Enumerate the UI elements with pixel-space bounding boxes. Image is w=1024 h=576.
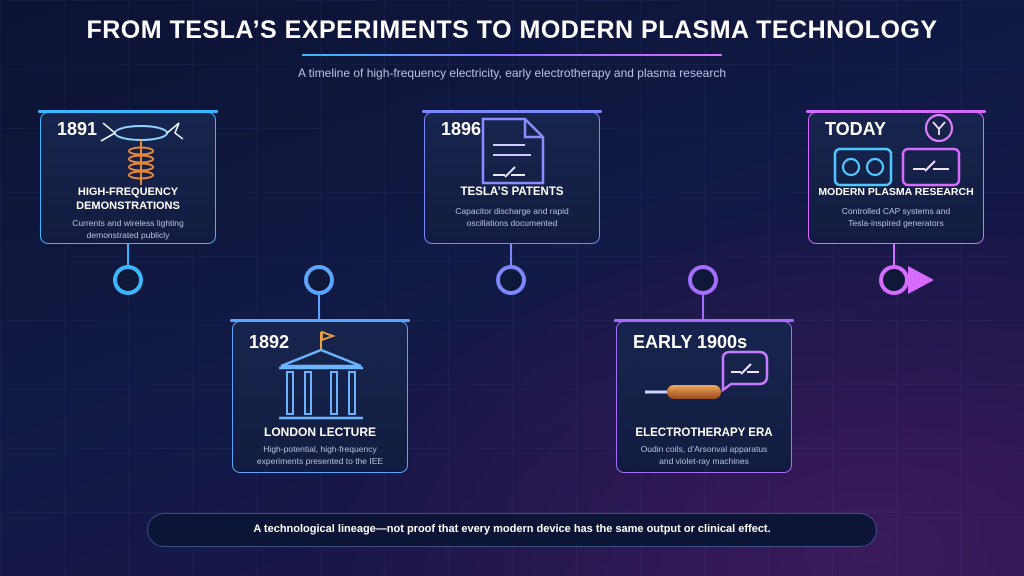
timeline-node-1891[interactable] (113, 265, 143, 295)
connector-1891 (127, 244, 129, 266)
timeline-node-1896[interactable] (496, 265, 526, 295)
milestone-desc-line1: Capacitor discharge and rapid (455, 206, 569, 216)
connector-early-1900s (702, 295, 704, 321)
connector-1896 (510, 244, 512, 266)
milestone-heading-line2: DEMONSTRATIONS (76, 200, 180, 212)
milestone-desc-line1: High-potential, high-frequency (263, 444, 377, 454)
milestone-desc-line2: Tesla-inspired generators (848, 218, 944, 228)
violet-ray-wand-icon (645, 350, 769, 399)
milestone-heading-line1: HIGH-FREQUENCY (77, 186, 179, 198)
milestone-heading: MODERN PLASMA RESEARCH (818, 186, 974, 198)
timeline-node-today[interactable] (879, 265, 909, 295)
milestone-card-1896[interactable]: 1896 TESLA’S PATENTS Capacitor discharge… (422, 110, 602, 244)
milestone-desc-line2: experiments presented to the IEE (256, 456, 384, 466)
milestone-year: 1891 (57, 119, 98, 139)
title-underline (302, 54, 722, 56)
lecture-hall-icon (279, 330, 363, 420)
timeline-node-1892[interactable] (304, 265, 334, 295)
milestone-card-1891[interactable]: 1891 HIGH-FREQUENCY DEMONSTRATIONS Curre… (38, 110, 218, 244)
plasma-device-icon (833, 113, 961, 187)
tesla-coil-icon (100, 122, 184, 185)
card-accent-line (614, 319, 794, 322)
milestone-desc-line1: Currents and wireless lighting (72, 218, 184, 228)
patent-document-icon (481, 117, 545, 185)
milestone-card-1892[interactable]: 1892 LONDON LECTURE High-potential, high… (230, 319, 410, 473)
card-accent-line (230, 319, 410, 322)
milestone-desc-line2: and violet-ray machines (659, 456, 749, 466)
connector-1892 (318, 295, 320, 321)
connector-today (893, 244, 895, 266)
card-accent-line (806, 110, 986, 113)
timeline-node-early-1900s[interactable] (688, 265, 718, 295)
milestone-desc-line2: oscillations documented (466, 218, 558, 228)
page-subtitle: A timeline of high-frequency electricity… (298, 66, 726, 80)
milestone-heading: LONDON LECTURE (264, 425, 376, 439)
milestone-year: 1896 (441, 119, 482, 139)
page-title: FROM TESLA’S EXPERIMENTS TO MODERN PLASM… (86, 16, 938, 44)
card-accent-line (38, 110, 218, 113)
disclaimer-banner: A technological lineage—not proof that e… (147, 513, 877, 547)
milestone-desc-line1: Oudin coils, d’Arsonval apparatus (640, 444, 768, 454)
milestone-card-today[interactable]: TODAY MODERN PLASMA RESEARCH Controlled … (806, 110, 986, 244)
milestone-year: EARLY 1900s (633, 332, 748, 352)
card-accent-line (422, 110, 602, 113)
milestone-card-early-1900s[interactable]: EARLY 1900s ELECTROTHERAPY ERA Oudin coi… (614, 319, 794, 473)
milestone-year: 1892 (249, 332, 290, 352)
milestone-heading: ELECTROTHERAPY ERA (635, 427, 773, 439)
milestone-desc-line2: demonstrated publicly (86, 230, 170, 240)
milestone-heading: TESLA’S PATENTS (460, 186, 564, 198)
milestone-desc-line1: Controlled CAP systems and (841, 206, 951, 216)
milestone-year: TODAY (825, 119, 887, 139)
